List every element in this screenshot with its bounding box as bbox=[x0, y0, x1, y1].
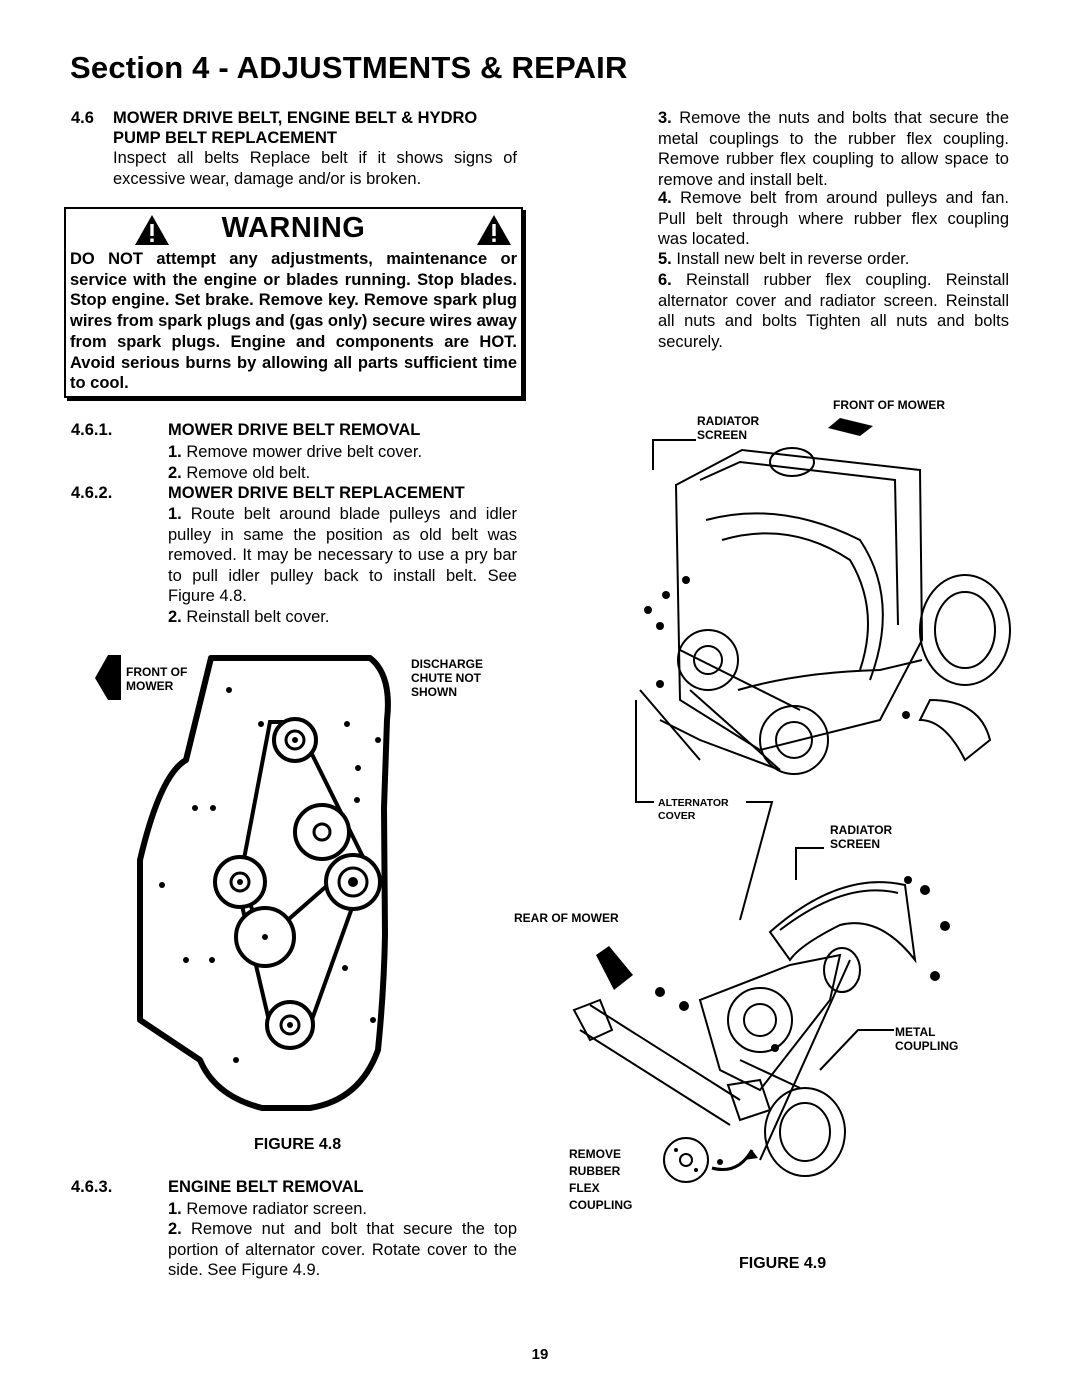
step-number: 5. bbox=[658, 250, 672, 268]
subsection-4-6-2-heading: 4.6.2. MOWER DRIVE BELT REPLACEMENT bbox=[71, 484, 465, 503]
step-number: 1. bbox=[168, 443, 182, 461]
warning-triangle-icon bbox=[135, 215, 169, 245]
step-number: 2. bbox=[168, 1220, 182, 1238]
step-text: Remove nut and bolt that secure the top … bbox=[168, 1220, 517, 1279]
step-item: 1. Route belt around blade pulleys and i… bbox=[168, 504, 517, 607]
subsection-title: MOWER DRIVE BELT REPLACEMENT bbox=[168, 484, 465, 502]
label-line: RADIATOR bbox=[697, 414, 760, 428]
step-item: 1. Remove mower drive belt cover. bbox=[168, 442, 422, 463]
subsection-4-6-3-heading: 4.6.3. ENGINE BELT REMOVAL bbox=[71, 1178, 364, 1197]
step-text: Reinstall rubber flex coupling. Reinstal… bbox=[658, 271, 1009, 351]
label-line: SCREEN bbox=[697, 428, 748, 442]
step-item: 1. Remove radiator screen. bbox=[168, 1199, 367, 1220]
step-text: Remove the nuts and bolts that secure th… bbox=[658, 109, 1009, 189]
label-radiator-screen-top: RADIATOR SCREEN bbox=[697, 414, 759, 442]
step-text: Remove belt from around pulleys and fan.… bbox=[658, 189, 1009, 248]
step-text: Route belt around blade pulleys and idle… bbox=[168, 505, 517, 605]
section-heading-line1: MOWER DRIVE BELT, ENGINE BELT & HYDRO bbox=[113, 109, 478, 127]
subsection-number: 4.6.1. bbox=[71, 421, 113, 439]
rear-arrow-icon bbox=[596, 946, 633, 990]
hardware-bolts bbox=[655, 876, 950, 1172]
section-intro: Inspect all belts Replace belt if it sho… bbox=[113, 149, 517, 188]
pulley bbox=[213, 855, 267, 909]
page-number: 19 bbox=[531, 1346, 549, 1363]
label-line: MOWER bbox=[126, 679, 174, 693]
warning-text: DO NOT attempt any adjustments, maintena… bbox=[70, 250, 517, 393]
label-metal-coupling: METAL COUPLING bbox=[895, 1025, 958, 1053]
figure-4-9-caption: FIGURE 4.9 bbox=[739, 1255, 827, 1272]
label-line: FRONT OF bbox=[126, 665, 188, 679]
label-line: FLEX bbox=[569, 1181, 600, 1195]
pulley bbox=[324, 853, 382, 911]
step-text: Remove old belt. bbox=[186, 464, 311, 482]
label-line: METAL bbox=[895, 1025, 936, 1039]
label-line: RADIATOR bbox=[830, 823, 893, 837]
page-title: Section 4 - ADJUSTMENTS & REPAIR bbox=[70, 50, 628, 85]
step-number: 2. bbox=[168, 608, 182, 626]
figure-4-8-caption: FIGURE 4.8 bbox=[254, 1136, 342, 1153]
step-text: Remove mower drive belt cover. bbox=[186, 443, 423, 461]
step-number: 3. bbox=[658, 109, 672, 127]
hardware-bolts bbox=[644, 576, 910, 719]
belt-assembly bbox=[572, 881, 917, 1183]
front-arrow-icon bbox=[828, 418, 873, 436]
label-remove-rubber-flex-coupling: REMOVE RUBBER FLEX COUPLING bbox=[569, 1146, 632, 1214]
step-item: 4. Remove belt from around pulleys and f… bbox=[658, 188, 1009, 250]
label-radiator-screen-bottom: RADIATOR SCREEN bbox=[830, 823, 892, 851]
subsection-number: 4.6.3. bbox=[71, 1178, 113, 1196]
label-line: DISCHARGE bbox=[411, 657, 484, 671]
subsection-title: ENGINE BELT REMOVAL bbox=[168, 1178, 364, 1196]
warning-triangle-icon bbox=[477, 215, 511, 245]
label-discharge-chute: DISCHARGE CHUTE NOT SHOWN bbox=[411, 657, 483, 699]
label-line: SCREEN bbox=[830, 837, 881, 851]
warning-title: WARNING bbox=[221, 212, 366, 244]
section-4-6-heading: 4.6 MOWER DRIVE BELT, ENGINE BELT & HYDRO bbox=[71, 108, 521, 129]
deck-outline bbox=[137, 655, 391, 1111]
subsection-title: MOWER DRIVE BELT REMOVAL bbox=[168, 421, 421, 439]
label-line: COUPLING bbox=[569, 1198, 633, 1212]
subsection-number: 4.6.2. bbox=[71, 484, 113, 502]
label-front-of-mower: FRONT OF MOWER bbox=[126, 665, 187, 693]
section-heading-line2: PUMP BELT REPLACEMENT bbox=[113, 129, 337, 147]
section-number: 4.6 bbox=[71, 109, 94, 127]
pulley bbox=[234, 906, 296, 968]
label-line: REMOVE bbox=[569, 1147, 622, 1161]
label-line: COUPLING bbox=[895, 1039, 959, 1053]
label-front-of-mower-4-9: FRONT OF MOWER bbox=[833, 398, 945, 412]
subsection-4-6-1-heading: 4.6.1. MOWER DRIVE BELT REMOVAL bbox=[71, 421, 420, 440]
label-line: RUBBER bbox=[569, 1164, 621, 1178]
pulley bbox=[265, 1000, 315, 1050]
step-item: 6. Reinstall rubber flex coupling. Reins… bbox=[658, 270, 1009, 352]
step-item: 3. Remove the nuts and bolts that secure… bbox=[658, 108, 1009, 190]
step-number: 1. bbox=[168, 505, 182, 523]
step-item: 5. Install new belt in reverse order. bbox=[658, 249, 909, 270]
bolt-holes bbox=[159, 687, 381, 1063]
step-number: 4. bbox=[658, 189, 672, 207]
step-item: 2. Reinstall belt cover. bbox=[168, 607, 329, 628]
label-line: SHOWN bbox=[411, 685, 457, 699]
step-number: 1. bbox=[168, 1200, 182, 1218]
step-number: 2. bbox=[168, 464, 182, 482]
front-arrow-icon bbox=[95, 655, 121, 700]
step-text: Reinstall belt cover. bbox=[186, 608, 330, 626]
pulley bbox=[293, 803, 351, 861]
step-text: Remove radiator screen. bbox=[186, 1200, 368, 1218]
step-item: 2. Remove nut and bolt that secure the t… bbox=[168, 1219, 517, 1281]
label-line: ALTERNATOR bbox=[658, 797, 729, 809]
step-number: 6. bbox=[658, 271, 672, 289]
warning-box: WARNING DO NOT attempt any adjustments, … bbox=[64, 207, 523, 398]
label-line: CHUTE NOT bbox=[411, 671, 481, 685]
label-line: COVER bbox=[658, 810, 696, 822]
step-item: 2. Remove old belt. bbox=[168, 463, 310, 484]
pulley bbox=[272, 717, 318, 763]
step-text: Install new belt in reverse order. bbox=[676, 250, 910, 268]
engine-assembly bbox=[639, 447, 1011, 775]
label-alternator-cover: ALTERNATOR COVER bbox=[658, 797, 729, 823]
label-rear-of-mower: REAR OF MOWER bbox=[514, 911, 619, 925]
